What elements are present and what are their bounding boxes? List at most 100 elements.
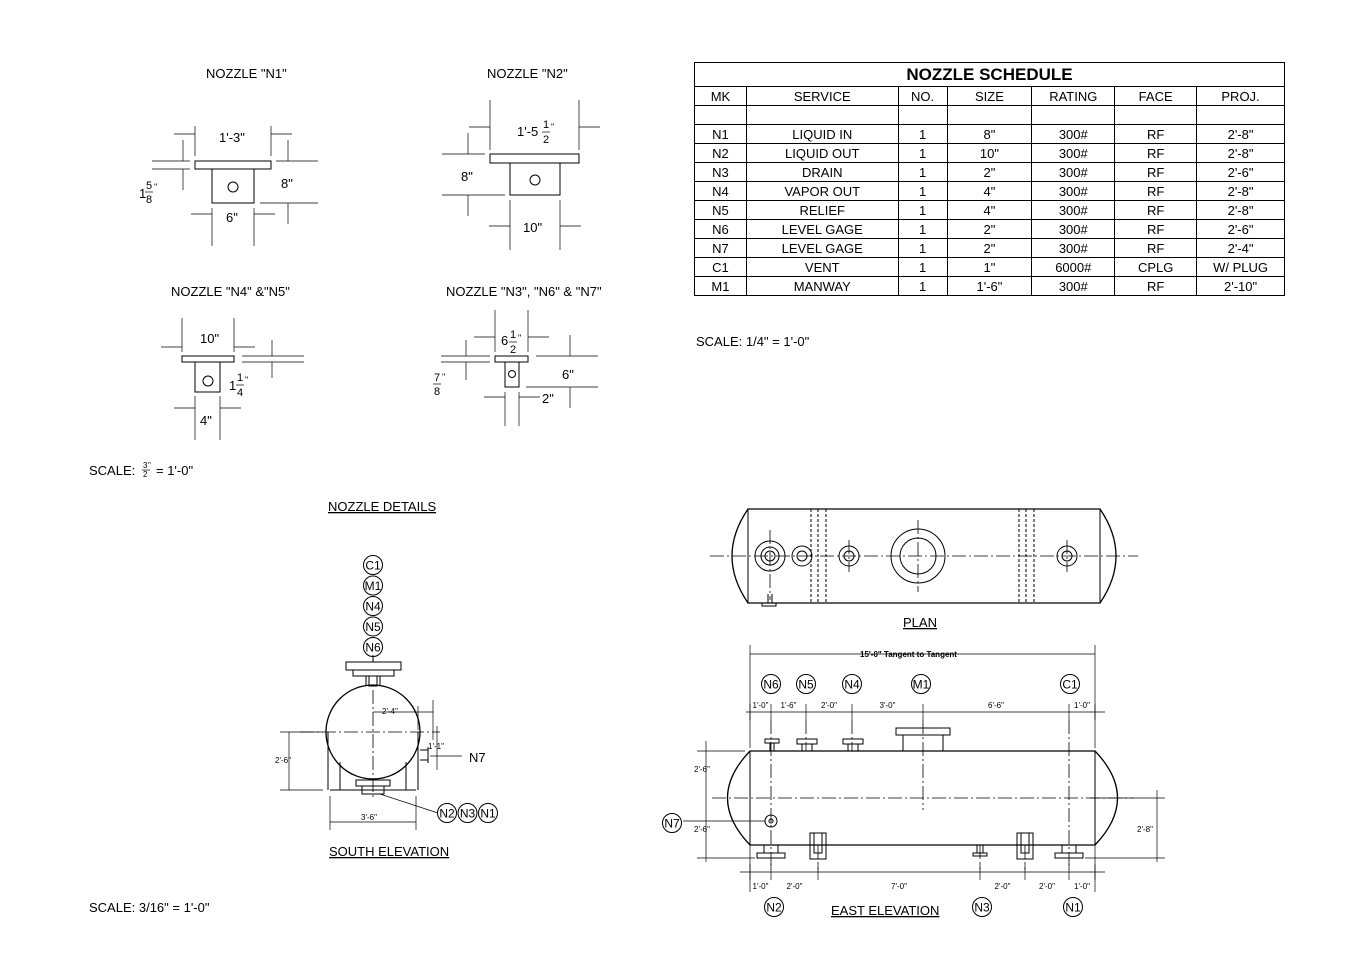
table-cell: LEVEL GAGE <box>745 219 899 239</box>
nozzle-n3-n6-n7-title: NOZZLE "N3", "N6" & "N7" <box>446 284 602 299</box>
nozzle-n4-n5-top-width: 10" <box>200 331 219 346</box>
table-cell: N4 <box>694 181 747 201</box>
nozzle-details-title: NOZZLE DETAILS <box>328 499 436 514</box>
nozzle-n2-height: 8" <box>461 169 473 184</box>
east-top-dim-3: 3'-0" <box>880 701 896 710</box>
table-cell: 2'-8" <box>1196 143 1285 163</box>
table-cell: 1 <box>897 143 948 163</box>
schedule-header-4: RATING <box>1031 86 1116 106</box>
nozzle-n1-flange-thk-den: 8 <box>146 194 152 206</box>
east-overall-dim: 15'-0" Tangent to Tangent <box>860 650 957 659</box>
bubble-n1-east: N1 <box>1063 897 1083 917</box>
east-top-dim-1: 1'-6" <box>781 701 797 710</box>
nozzle-n3-n6-n7-top-width-num: 1 <box>510 329 516 341</box>
table-cell: 2'-8" <box>1196 181 1285 201</box>
east-right-dim: 2'-8" <box>1137 825 1153 834</box>
table-cell: 300# <box>1031 124 1116 144</box>
bubble-n6: N6 <box>363 637 383 657</box>
east-bottom-dim-5: 1'-0" <box>1074 882 1090 891</box>
schedule-header-1: SERVICE <box>745 86 899 106</box>
table-cell: 1 <box>897 162 948 182</box>
svg-text:C1: C1 <box>1062 678 1078 692</box>
svg-text:N5: N5 <box>798 678 814 692</box>
table-cell: 1 <box>897 124 948 144</box>
table-cell: C1 <box>694 257 747 277</box>
south-dim-height: 2'-6" <box>275 756 291 765</box>
table-cell: 300# <box>1031 219 1116 239</box>
nozzle-n4-n5-flange-thk-den: 4 <box>237 387 243 399</box>
table-cell: 2'-8" <box>1196 124 1285 144</box>
nozzle-n4-n5-flange-thk-unit: " <box>245 375 248 385</box>
nozzle-n1-flange-thk-whole: 1 <box>139 186 146 201</box>
nozzle-n3-n6-n7-flange-thk-unit: " <box>442 372 445 382</box>
bubble-c1: C1 <box>1060 674 1080 694</box>
table-cell: 1 <box>897 257 948 277</box>
bubble-n7-east: N7 <box>662 813 682 833</box>
nozzle-n4-n5-base-width: 4" <box>200 413 212 428</box>
svg-text:N7: N7 <box>664 817 680 831</box>
table-cell: 6000# <box>1031 257 1116 277</box>
schedule-header-5: FACE <box>1114 86 1198 106</box>
table-cell: 2'-10" <box>1196 276 1285 296</box>
table-cell: LEVEL GAGE <box>745 238 899 258</box>
table-cell: N1 <box>694 124 747 144</box>
bubble-n3: N3 <box>457 803 478 823</box>
east-left-dim-bottom: 2'-6" <box>694 825 710 834</box>
svg-text:N4: N4 <box>844 678 860 692</box>
table-cell: RF <box>1114 276 1198 296</box>
table-cell: 1 <box>897 219 948 239</box>
bubble-c1: C1 <box>363 555 383 575</box>
table-cell: 300# <box>1031 238 1116 258</box>
table-cell: 1 <box>897 200 948 220</box>
schedule-header-3: SIZE <box>946 86 1033 106</box>
east-bottom-dim-1: 2'-0" <box>787 882 803 891</box>
nozzle-n2-top-width-num: 1 <box>543 119 549 131</box>
table-cell: LIQUID OUT <box>745 143 899 163</box>
table-cell: 300# <box>1031 200 1116 220</box>
svg-text:C1: C1 <box>365 559 381 573</box>
table-cell: RELIEF <box>745 200 899 220</box>
table-cell: 300# <box>1031 181 1116 201</box>
table-cell: DRAIN <box>745 162 899 182</box>
table-cell: 300# <box>1031 143 1116 163</box>
table-cell: 2'-4" <box>1196 238 1285 258</box>
east-elevation-title: EAST ELEVATION <box>831 903 939 918</box>
table-cell: 2'-8" <box>1196 200 1285 220</box>
east-top-dim-2: 2'-0" <box>821 701 837 710</box>
bubble-n3-east: N3 <box>972 897 992 917</box>
south-elevation-title: SOUTH ELEVATION <box>329 844 449 859</box>
table-cell: N5 <box>694 200 747 220</box>
table-cell: 1" <box>946 257 1033 277</box>
nozzle-scale-num: 3 <box>143 461 148 470</box>
table-cell: 1'-6" <box>946 276 1033 296</box>
east-bottom-dim-3: 2'-0" <box>995 882 1011 891</box>
schedule-header-2: NO. <box>897 86 948 106</box>
nozzle-details-scale: SCALE: 3 " 2 = 1'-0" <box>89 461 193 479</box>
svg-text:N4: N4 <box>365 600 381 614</box>
bubble-n4: N4 <box>363 596 383 616</box>
svg-text:N3: N3 <box>974 901 990 915</box>
schedule-spacer-row <box>694 105 1285 125</box>
table-cell: N2 <box>694 143 747 163</box>
table-cell: 300# <box>1031 162 1116 182</box>
nozzle-n3-n6-n7-top-width-unit: " <box>518 333 521 343</box>
table-cell: CPLG <box>1114 257 1198 277</box>
nozzle-n1-flange-thk-num: 5 <box>146 180 152 192</box>
table-cell: 10" <box>946 143 1033 163</box>
table-cell: 4" <box>946 181 1033 201</box>
east-bottom-dim-2: 7'-0" <box>891 882 907 891</box>
nozzle-n3-n6-n7-base-width: 2" <box>542 391 554 406</box>
nozzle-n1-height: 8" <box>281 176 293 191</box>
bubble-n4: N4 <box>842 674 862 694</box>
schedule-header-0: MK <box>694 86 747 106</box>
plan-view: PLAN <box>710 508 1138 630</box>
